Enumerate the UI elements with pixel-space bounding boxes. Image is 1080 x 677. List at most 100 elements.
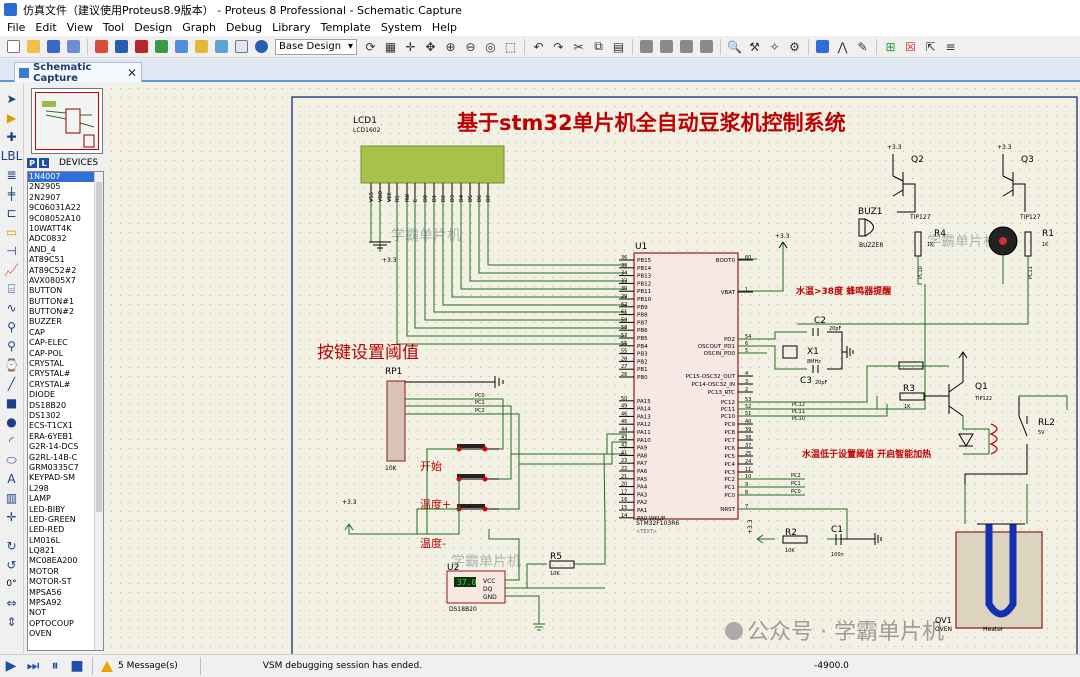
menu-debug[interactable]: Debug <box>225 21 263 34</box>
grid-icon[interactable]: ▦ <box>384 39 397 54</box>
close-project-icon[interactable] <box>64 37 83 56</box>
button-temp-up[interactable] <box>457 474 485 478</box>
device-item[interactable]: CAP <box>29 327 45 337</box>
text-script-icon[interactable]: ≣ <box>6 168 17 182</box>
source-icon[interactable] <box>232 37 251 56</box>
open-folder-icon[interactable] <box>24 37 43 56</box>
device-item[interactable]: G2RL-14B-C <box>29 452 78 462</box>
device-item[interactable]: LM016L <box>29 535 61 545</box>
device-item[interactable]: CRYSTAL <box>29 359 64 369</box>
device-item[interactable]: 9C06031A22 <box>29 203 81 213</box>
property-tool-icon[interactable]: ✎ <box>857 39 868 54</box>
gerber-icon[interactable] <box>172 37 191 56</box>
pcb-icon[interactable] <box>132 37 151 56</box>
device-item[interactable]: 1N4007 <box>28 172 103 183</box>
device-item[interactable]: MPSA56 <box>29 587 62 597</box>
device-item[interactable]: 2N2905 <box>29 182 61 192</box>
terminals-icon[interactable]: ▭ <box>5 225 18 239</box>
box-2d-icon[interactable]: ■ <box>5 396 18 410</box>
mcu-body[interactable] <box>633 252 739 520</box>
device-item[interactable]: MC08EA200 <box>29 556 78 566</box>
button-start[interactable] <box>457 444 485 448</box>
q3-symbol[interactable] <box>1002 154 1026 212</box>
device-item[interactable]: ECS-T1CX1 <box>29 421 74 431</box>
crystal-x1[interactable] <box>782 345 798 359</box>
menu-system[interactable]: System <box>380 21 422 34</box>
wire-autorouter-icon[interactable] <box>813 37 832 56</box>
device-list-scrollbar[interactable] <box>94 172 103 650</box>
menu-library[interactable]: Library <box>272 21 311 34</box>
schematic-canvas[interactable]: 基于stm32单片机全自动豆浆机控制系统 学霸单片机 学霸单片机 学霸单片机 学… <box>107 84 1080 654</box>
mirror-y-icon[interactable]: ⇕ <box>6 615 17 629</box>
device-item[interactable]: CAP-ELEC <box>29 338 68 348</box>
pause-button[interactable]: ⏸ <box>51 658 59 674</box>
marker-2d-icon[interactable]: ✛ <box>6 510 17 524</box>
cut-icon[interactable]: ✂ <box>573 39 584 54</box>
subcircuit-icon[interactable]: ⊏ <box>6 206 17 220</box>
block-copy-icon[interactable] <box>637 37 656 56</box>
message-count[interactable]: 5 Message(s) <box>118 661 178 671</box>
text-2d-icon[interactable]: A <box>7 472 16 486</box>
device-item[interactable]: CAP-POL <box>29 348 64 358</box>
copy-icon[interactable]: ⧉ <box>594 39 603 53</box>
redo-icon[interactable]: ↷ <box>553 39 564 54</box>
voltage-probe-icon[interactable]: ⚲ <box>7 320 16 334</box>
new-file-icon[interactable] <box>4 37 23 56</box>
schematic-icon[interactable] <box>112 37 131 56</box>
device-item[interactable]: GRM0335C7 <box>29 462 79 472</box>
r3-top[interactable] <box>898 361 924 370</box>
device-item[interactable]: BUTTON#1 <box>29 296 75 306</box>
zoom-out-icon[interactable]: ⊖ <box>465 39 476 54</box>
pick-devices-button[interactable]: P <box>27 158 37 168</box>
pick-device-icon[interactable]: 🔍 <box>727 39 742 54</box>
generator-icon[interactable]: ∿ <box>6 301 17 315</box>
device-item[interactable]: MPSA92 <box>29 598 62 608</box>
device-item[interactable]: OVEN <box>29 629 52 639</box>
r4-body[interactable] <box>914 231 922 257</box>
button-temp-down[interactable] <box>457 504 485 508</box>
menu-help[interactable]: Help <box>431 21 457 34</box>
stop-button[interactable]: ■ <box>70 658 84 674</box>
device-item[interactable]: LED-BIBY <box>29 504 66 514</box>
block-rotate-icon[interactable] <box>677 37 696 56</box>
save-icon[interactable] <box>44 37 63 56</box>
menu-view[interactable]: View <box>66 21 93 34</box>
component-mode-icon[interactable]: ▶ <box>6 111 17 125</box>
exit-parent-icon[interactable]: ⇱ <box>925 39 936 54</box>
overview-window[interactable] <box>31 88 103 154</box>
device-item[interactable]: AT89C51 <box>29 255 65 265</box>
device-item[interactable]: NOT <box>29 608 47 618</box>
notes-icon[interactable] <box>212 37 231 56</box>
home-icon[interactable] <box>92 37 111 56</box>
device-item[interactable]: LED-GREEN <box>29 514 76 524</box>
origin-icon[interactable]: ✛ <box>405 39 416 54</box>
c1-body[interactable] <box>835 533 882 545</box>
device-item[interactable]: 10WATT4K <box>29 223 72 233</box>
rotate-value[interactable]: 0° <box>6 579 17 589</box>
r2-body[interactable] <box>782 535 808 544</box>
scrollbar-thumb[interactable] <box>96 182 102 512</box>
device-item[interactable]: LQ821 <box>29 546 56 556</box>
device-item[interactable]: DIODE <box>29 390 56 400</box>
overview-viewport[interactable] <box>35 92 99 150</box>
buses-icon[interactable]: ╪ <box>7 187 16 201</box>
device-item[interactable]: BUTTON <box>29 286 63 296</box>
paste-icon[interactable]: ▤ <box>612 39 625 54</box>
device-item[interactable]: LED-RED <box>29 525 65 535</box>
current-probe-icon[interactable]: ⚲ <box>7 339 16 353</box>
zoom-area-icon[interactable]: ⬚ <box>504 39 517 54</box>
line-2d-icon[interactable]: ╱ <box>7 377 16 391</box>
q1-symbol[interactable] <box>924 381 964 417</box>
device-item[interactable]: MOTOR-ST <box>29 577 72 587</box>
warning-icon[interactable] <box>101 660 113 672</box>
rp1-body[interactable] <box>386 380 406 462</box>
refresh-icon[interactable]: ⟳ <box>365 39 376 54</box>
tape-recorder-icon[interactable]: ⌸ <box>7 281 16 296</box>
buzzer-symbol[interactable] <box>858 218 874 237</box>
lcd-display[interactable] <box>360 145 505 184</box>
device-item[interactable]: 9C08052A10 <box>29 213 81 223</box>
menu-template[interactable]: Template <box>320 21 371 34</box>
junction-dot-icon[interactable]: ✚ <box>6 130 17 144</box>
tab-schematic-capture[interactable]: Schematic Capture ✕ <box>14 62 142 84</box>
